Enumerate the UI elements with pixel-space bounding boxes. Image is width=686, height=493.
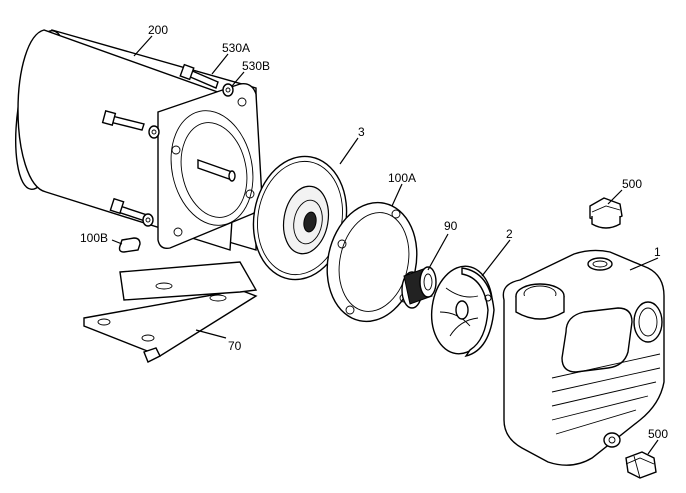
callout-70: 70 [228, 339, 242, 353]
callout-530A: 530A [222, 41, 250, 55]
callout-100A: 100A [388, 171, 416, 185]
mechanical-seal-90 [401, 266, 437, 309]
callout-200: 200 [148, 23, 168, 37]
bolts-530A [101, 63, 219, 223]
seal-plate-3 [252, 155, 348, 281]
callout-100B: 100B [80, 231, 108, 245]
base-70 [83, 261, 258, 363]
motor-200 [15, 29, 263, 251]
callout-2: 2 [506, 227, 513, 241]
callout-1: 1 [654, 245, 661, 259]
drain-plug-500-top [589, 197, 623, 229]
leader-lines [111, 35, 659, 455]
pump-body-1 [502, 249, 665, 466]
callout-500-top: 500 [622, 177, 642, 191]
callout-530B: 530B [242, 59, 270, 73]
motor-foot-pad-100B [118, 237, 141, 253]
callout-500-bottom: 500 [648, 427, 668, 441]
callout-90: 90 [444, 219, 458, 233]
callout-3: 3 [358, 125, 365, 139]
washers-530B [142, 83, 234, 227]
gasket-100A [326, 201, 418, 323]
impeller-2 [430, 265, 495, 358]
drain-plug-500-bottom [625, 451, 657, 479]
